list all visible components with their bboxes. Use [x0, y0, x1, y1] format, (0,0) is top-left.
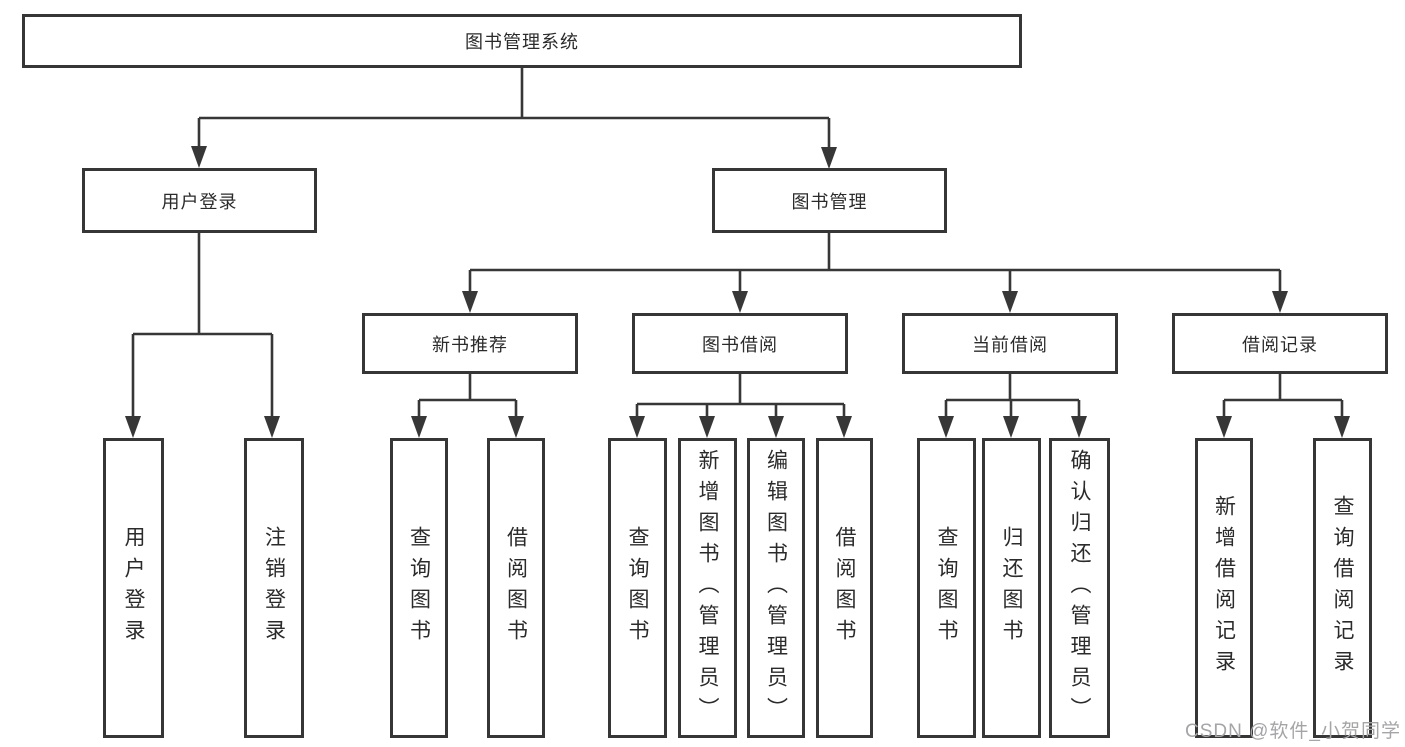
node-book-management: 图书管理 [712, 168, 947, 233]
node-query-books-current: 查询图书 [917, 438, 976, 738]
node-book-borrow: 图书借阅 [632, 313, 848, 374]
node-edit-book-admin: 编辑图书（管理员） [747, 438, 805, 738]
node-return-books: 归还图书 [982, 438, 1041, 738]
csdn-watermark: CSDN @软件_小贺同学 [1185, 721, 1401, 742]
connector-currentborrow-to-leaves [938, 374, 1087, 438]
node-query-books-borrow: 查询图书 [608, 438, 667, 738]
node-query-borrow-record: 查询借阅记录 [1313, 438, 1372, 738]
node-new-book-recommend: 新书推荐 [362, 313, 578, 374]
connector-newbook-to-leaves [411, 374, 524, 438]
node-add-borrow-record: 新增借阅记录 [1195, 438, 1253, 738]
node-borrow-records: 借阅记录 [1172, 313, 1388, 374]
connector-userlogin-to-leaves [125, 233, 280, 438]
connector-bookborrow-to-leaves [629, 374, 852, 438]
node-confirm-return-admin: 确认归还（管理员） [1049, 438, 1110, 738]
node-user-login-leaf: 用户登录 [103, 438, 164, 738]
connector-bookmgmt-to-level3 [462, 233, 1288, 313]
node-borrow-books-recommend: 借阅图书 [487, 438, 545, 738]
node-logout-leaf: 注销登录 [244, 438, 304, 738]
node-add-book-admin: 新增图书（管理员） [678, 438, 737, 738]
node-borrow-books-leaf: 借阅图书 [816, 438, 873, 738]
connector-records-to-leaves [1216, 374, 1350, 438]
node-system-root: 图书管理系统 [22, 14, 1022, 68]
node-user-login-branch: 用户登录 [82, 168, 317, 233]
connector-root-to-level2 [191, 68, 837, 169]
node-query-books-recommend: 查询图书 [390, 438, 448, 738]
node-current-borrow: 当前借阅 [902, 313, 1118, 374]
